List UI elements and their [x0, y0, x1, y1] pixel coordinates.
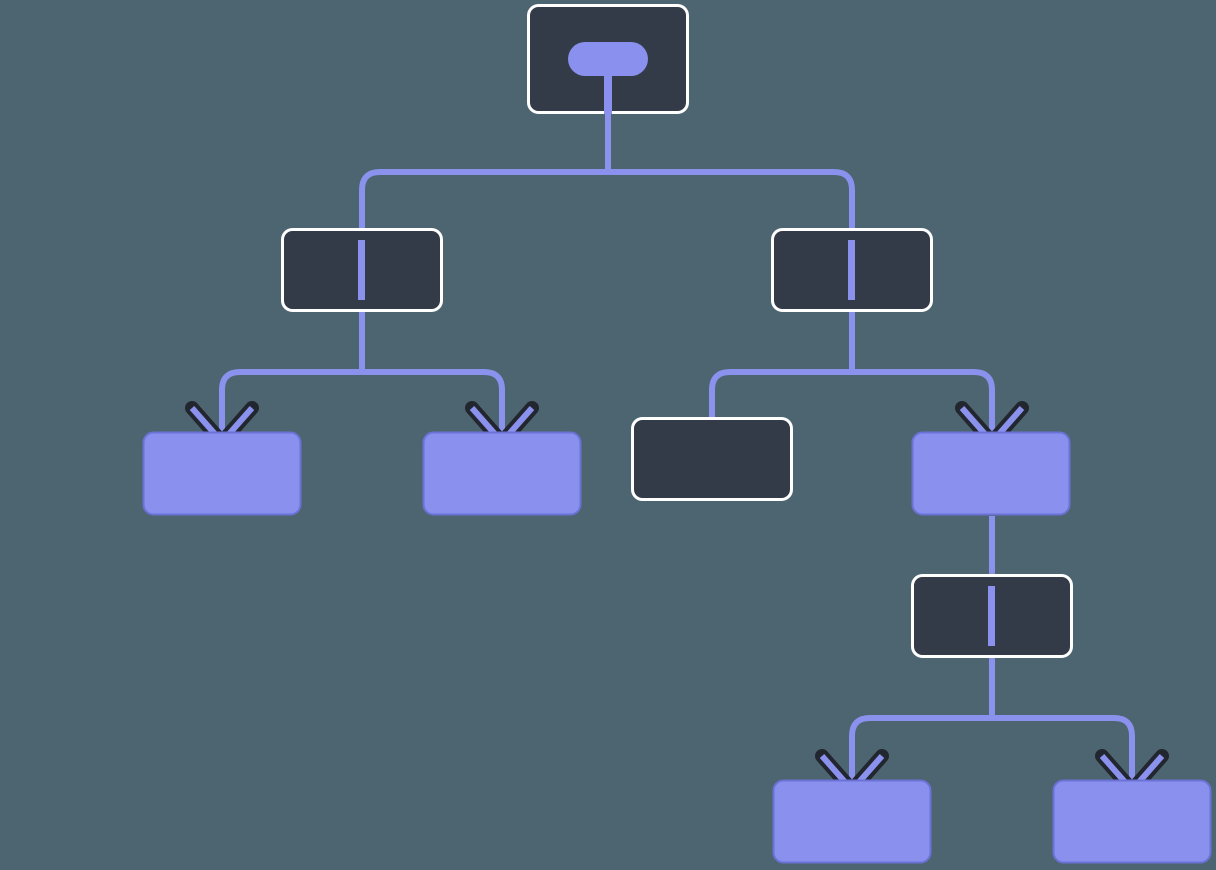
leaf-node-dark-body[interactable]: [631, 417, 793, 501]
leaf-node-4-body[interactable]: [772, 779, 932, 864]
branch-node-deep-inner-tick: [988, 586, 995, 646]
edge-path-right-to-dark[interactable]: [709, 369, 852, 419]
leaf-node-2[interactable]: [422, 431, 582, 516]
branch-node-deep[interactable]: [911, 574, 1073, 658]
branch-node-right[interactable]: [771, 228, 933, 312]
root-pill-badge[interactable]: [568, 42, 648, 76]
leaf-node-4[interactable]: [772, 779, 932, 864]
edge-path-right-to-leaf-3[interactable]: [852, 369, 995, 434]
leaf-node-3[interactable]: [911, 431, 1071, 516]
leaf-node-1[interactable]: [142, 431, 302, 516]
leaf-node-2-body[interactable]: [422, 431, 582, 516]
branch-node-right-inner-tick: [848, 240, 855, 300]
root-node[interactable]: [527, 4, 689, 115]
branch-node-left-inner-tick: [358, 240, 365, 300]
leaf-node-5[interactable]: [1052, 779, 1212, 864]
leaf-node-1-body[interactable]: [142, 431, 302, 516]
edges-layer: [219, 114, 1135, 782]
leaf-node-5-body[interactable]: [1052, 779, 1212, 864]
edge-path-root-to-right[interactable]: [608, 169, 855, 228]
edge-path-root-to-left[interactable]: [359, 169, 608, 228]
edge-path-deep-to-leaf-5[interactable]: [992, 715, 1135, 782]
leaf-node-3-body[interactable]: [911, 431, 1071, 516]
nodes-layer: [142, 4, 1212, 864]
leaf-node-dark[interactable]: [631, 417, 793, 501]
edge-path-left-to-leaf-2[interactable]: [362, 369, 505, 434]
root-pill-stem: [604, 59, 612, 114]
branch-node-left[interactable]: [281, 228, 443, 312]
edge-path-left-to-leaf-1[interactable]: [219, 369, 362, 434]
edge-path-deep-to-leaf-4[interactable]: [849, 715, 992, 782]
